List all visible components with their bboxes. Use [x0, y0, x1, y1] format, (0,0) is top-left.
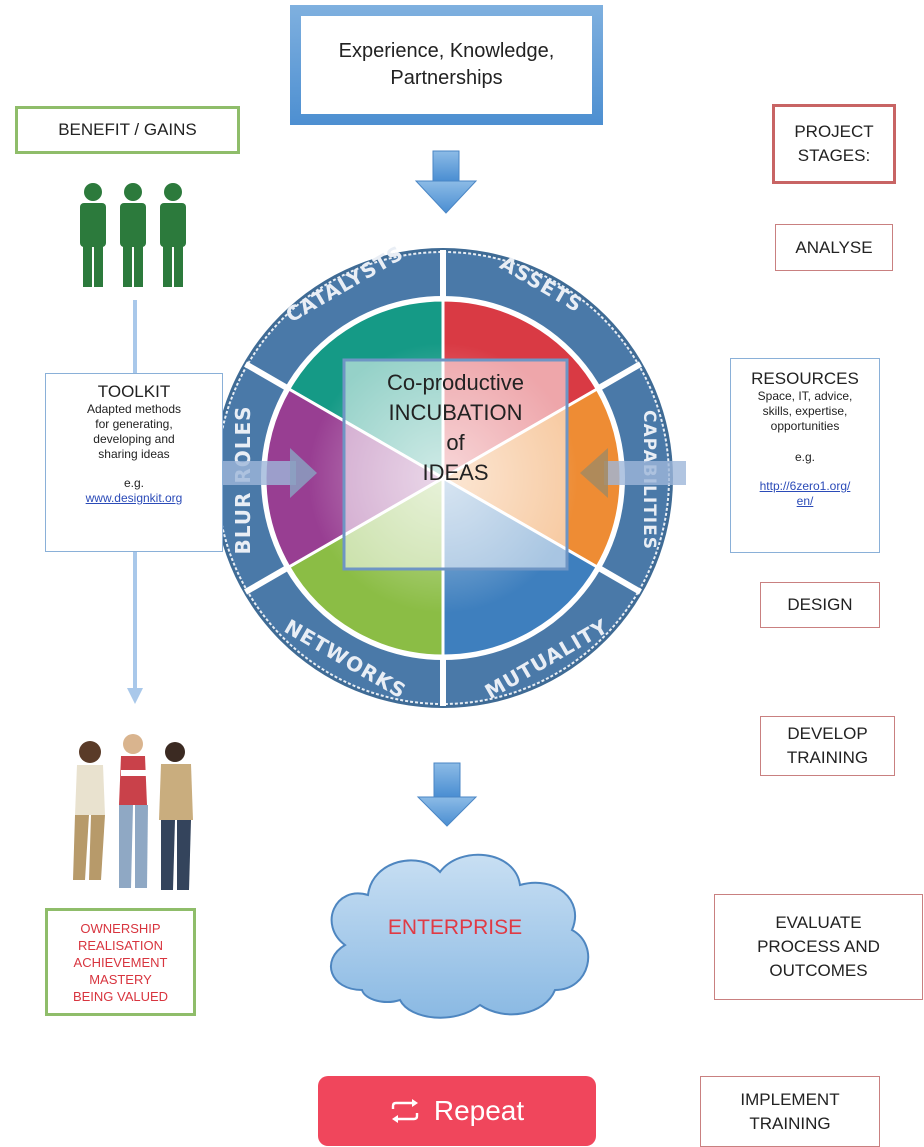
enterprise-label: ENTERPRISE — [387, 916, 523, 939]
stage-evaluate: EVALUATE PROCESS AND OUTCOMES — [714, 894, 923, 1000]
stage-implement-line-1: IMPLEMENT — [740, 1089, 840, 1109]
ring-divider — [595, 564, 642, 595]
toolkit-line-3: developing and — [93, 432, 175, 446]
inputs-box: Experience, Knowledge, Partnerships — [290, 5, 603, 125]
center-line-1: Co-productive — [387, 370, 524, 395]
left-arrow-icon — [210, 448, 317, 498]
repeat-icon — [391, 1099, 419, 1123]
toolkit-box: TOOLKIT Adapted methods for generating, … — [45, 373, 223, 552]
stage-develop-line-1: DEVELOP — [787, 724, 868, 743]
resources-box: RESOURCES Space, IT, advice, skills, exp… — [730, 358, 880, 553]
benefit-item: OWNERSHIP — [80, 920, 161, 936]
project-stages-line-1: PROJECT — [794, 122, 874, 141]
resources-line-1: Space, IT, advice, — [757, 389, 853, 403]
stage-design-label: DESIGN — [787, 595, 853, 614]
ring-divider — [595, 361, 642, 392]
center-line-2: INCUBATION — [388, 400, 523, 425]
stage-design: DESIGN — [760, 582, 880, 628]
toolkit-eg: e.g. — [123, 476, 144, 490]
enterprise-cloud — [329, 853, 590, 1019]
down-arrow-enterprise-icon — [416, 762, 478, 827]
stage-develop-line-2: TRAINING — [786, 748, 869, 767]
repeat-label: Repeat — [433, 1095, 525, 1126]
project-stages-line-2: STAGES: — [797, 146, 871, 165]
toolkit-title: TOOLKIT — [97, 382, 171, 401]
benefits-list-box: OWNERSHIP REALISATION ACHIEVEMENT MASTER… — [45, 908, 196, 1016]
stage-develop-training: DEVELOP TRAINING — [760, 716, 895, 776]
stage-analyse-label: ANALYSE — [795, 237, 873, 257]
stage-implement-line-2: TRAINING — [749, 1113, 831, 1133]
benefit-item: REALISATION — [77, 937, 163, 953]
benefit-gains-box: BENEFIT / GAINS — [15, 106, 240, 154]
resources-eg: e.g. — [794, 450, 815, 464]
resources-link-2[interactable]: en/ — [796, 494, 814, 508]
right-arrow-icon — [580, 448, 686, 498]
center-box — [342, 358, 569, 571]
stage-evaluate-line-1: EVALUATE — [775, 913, 862, 932]
stage-evaluate-line-3: OUTCOMES — [769, 961, 868, 980]
center-text: Co-productive INCUBATION of IDEAS — [344, 368, 567, 488]
inputs-line-2: Partnerships — [390, 67, 503, 89]
down-arrow-icon — [414, 150, 478, 214]
benefit-item: BEING VALUED — [72, 988, 169, 1004]
toolkit-line-1: Adapted methods — [86, 402, 182, 416]
resources-link-1[interactable]: http://6zero1.org/ — [759, 479, 851, 493]
benefit-item: MASTERY — [89, 971, 152, 987]
benefit-gains-label: BENEFIT / GAINS — [58, 120, 197, 139]
resources-title: RESOURCES — [751, 369, 859, 388]
center-line-4: IDEAS — [422, 460, 489, 485]
stage-analyse: ANALYSE — [775, 224, 893, 271]
repeat-button[interactable]: Repeat — [318, 1076, 596, 1146]
toolkit-line-2: for generating, — [95, 417, 173, 431]
project-stages-box: PROJECT STAGES: — [772, 104, 896, 184]
resources-line-2: skills, expertise, — [762, 404, 848, 418]
center-line-3: of — [446, 430, 465, 455]
people-icon — [80, 183, 186, 287]
toolkit-line-4: sharing ideas — [98, 447, 170, 461]
stage-evaluate-line-2: PROCESS AND — [757, 937, 880, 956]
people-photo — [73, 734, 193, 890]
benefit-item: ACHIEVEMENT — [73, 954, 168, 970]
ring-divider — [244, 361, 291, 392]
inputs-line-1: Experience, Knowledge, — [338, 40, 555, 62]
toolkit-link[interactable]: www.designkit.org — [85, 491, 183, 505]
resources-line-3: opportunities — [770, 419, 840, 433]
stage-implement-training: IMPLEMENT TRAINING — [700, 1076, 880, 1147]
ring-divider — [244, 564, 291, 595]
